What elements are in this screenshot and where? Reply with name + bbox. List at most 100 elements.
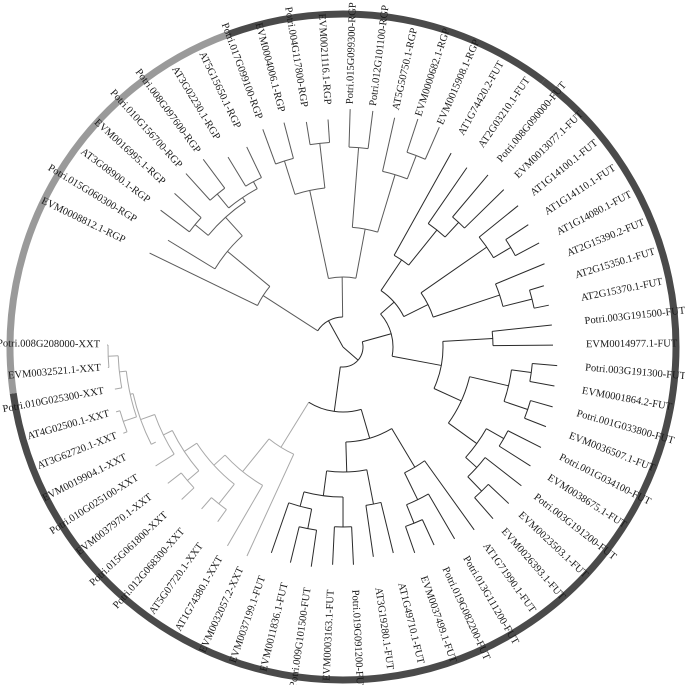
leaf-label-rgp: Potri.012G101100-RGP (368, 4, 392, 106)
branch-arc (154, 414, 175, 455)
branch-segment (507, 430, 542, 448)
branch-arc (117, 355, 123, 388)
branch-segment (529, 380, 555, 387)
branch-arc (380, 313, 394, 357)
branch-segment (213, 454, 226, 466)
branch-arc (171, 430, 200, 472)
branch-segment (262, 129, 277, 165)
branch-segment (515, 242, 540, 257)
leaf-label-rgp: Potri.015G099300-RGP (345, 2, 359, 104)
branch-arc (317, 316, 343, 332)
leaf-label-rgp: Potri.015G060300-RGP (46, 163, 139, 225)
branch-arc (465, 428, 487, 458)
branch-segment (262, 295, 319, 332)
branch-arc (308, 401, 362, 413)
branch-segment (309, 190, 329, 279)
branch-segment (184, 442, 198, 452)
branch-arc (348, 146, 369, 150)
branch-segment (360, 409, 371, 439)
leaf-label-rgp: AT5G50750.1-RGP (391, 27, 420, 111)
branch-arc (207, 201, 246, 236)
branch-segment (427, 167, 468, 224)
branch-segment (377, 174, 396, 233)
branch-arc (309, 141, 330, 146)
branch-segment (406, 155, 417, 180)
leaf-label-fut: EVM0023503.1-FUT (516, 510, 590, 581)
branch-segment (227, 485, 264, 547)
branch-segment (464, 189, 505, 229)
leaf-label-fut: EVM0013077.1-FUT (513, 109, 586, 181)
branch-segment (424, 126, 440, 160)
branch-segment (185, 173, 211, 201)
branch-segment (299, 491, 305, 507)
leaf-label-xxt: Potri.010G025100-XXT (48, 472, 141, 537)
branch-segment (355, 228, 366, 279)
branch-segment (123, 431, 128, 434)
branch-segment (160, 209, 190, 233)
branch-arc (505, 239, 516, 256)
branch-segment (167, 472, 182, 484)
branch-arc (189, 217, 202, 233)
branch-segment (367, 110, 374, 149)
leaf-label-fut: AT1G49710.1-FUT (395, 582, 426, 666)
branch-arc (404, 460, 425, 474)
branch-segment (328, 320, 344, 348)
branch-arc (529, 363, 533, 382)
branch-segment (492, 324, 552, 332)
branch-segment (322, 470, 328, 496)
branch-arc (224, 454, 263, 486)
branch-segment (442, 337, 493, 342)
branch-segment (452, 174, 489, 218)
leaf-label-fut: Potri.008G090000-FUT (495, 80, 569, 165)
branch-arc (268, 438, 294, 455)
branch-segment (392, 355, 442, 366)
branch-segment (151, 441, 156, 445)
branch-segment (393, 152, 452, 256)
branch-segment (478, 205, 519, 238)
branch-segment (444, 222, 460, 238)
branch-arc (125, 371, 137, 418)
branch-arc (420, 292, 434, 318)
branch-segment (433, 388, 462, 402)
branch-segment (502, 298, 533, 307)
branch-segment (246, 146, 262, 178)
branch-segment (405, 526, 416, 554)
branch-segment (406, 504, 415, 524)
leaf-label-fut: AT3G19280.1-FUT (372, 587, 395, 671)
branch-arc (491, 331, 494, 346)
branch-segment (348, 109, 351, 148)
leaf-label-fut: Potri.003G191500-FUT (584, 305, 685, 327)
branch-segment (119, 370, 127, 373)
branch-segment (433, 294, 500, 318)
branch-segment (114, 387, 122, 390)
branch-arc (228, 188, 258, 209)
branch-segment (492, 344, 553, 347)
branch-segment (529, 285, 545, 291)
branch-segment (474, 497, 494, 520)
branch-segment (216, 193, 230, 209)
leaf-label-rgp: EVM0016995.1-RGP (92, 117, 167, 187)
branch-segment (421, 519, 435, 546)
branch-segment (332, 526, 335, 565)
branch-arc (340, 341, 364, 368)
leaf-label-fut: EVM0003163.1-FUT (321, 589, 336, 681)
branch-arc (211, 497, 227, 510)
outer-group-ring (6, 10, 680, 684)
branch-segment (380, 301, 395, 315)
branch-segment (242, 197, 246, 203)
branch-segment (342, 346, 359, 361)
branch-segment (488, 483, 510, 504)
branch-segment (253, 181, 258, 189)
branch-arc (447, 376, 471, 424)
leaf-label-rgp: Potri.004G117800-RGP (282, 6, 309, 108)
ring-segment-dark-upper (227, 10, 546, 84)
branch-segment (465, 457, 478, 468)
branch-segment (174, 193, 202, 219)
branch-segment (469, 376, 509, 387)
branch-arc (352, 226, 378, 233)
branch-segment (227, 250, 271, 287)
branch-segment (123, 416, 137, 422)
branch-segment (424, 460, 475, 531)
branch-segment (217, 509, 227, 523)
leaf-label-fut: Potri.019G091200-FUT (349, 589, 365, 685)
